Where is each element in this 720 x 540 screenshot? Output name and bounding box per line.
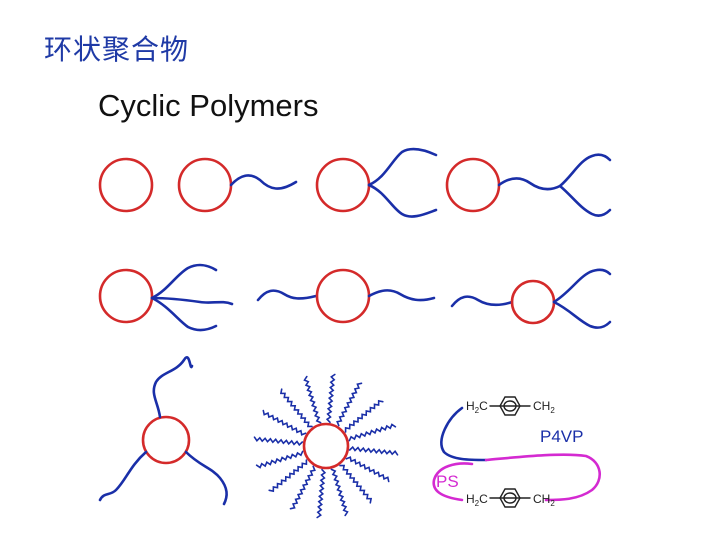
brush-arm [330,468,349,517]
brush-arm [303,375,322,424]
brush-arm [325,373,336,424]
simple-ring [98,157,154,213]
brush-arm [339,464,373,504]
three-arm-star-ring [98,356,228,506]
brush-arm [279,388,313,428]
brush-arm [253,436,304,447]
tadpole-with-branched-tail [450,268,612,329]
h2c-bottom-label: H2C [466,492,488,508]
brush-ring [253,373,399,519]
ring-with-branched-tail [445,153,612,217]
dumbbell [256,268,436,324]
brush-arm [336,382,363,427]
brush-arm [316,468,327,519]
brush-arm [348,445,399,456]
brush-arm [344,399,384,433]
cyclic-block-copolymer [432,396,601,508]
ch2-bottom-label: CH2 [533,492,555,508]
h2c-top-label: H2C [466,399,488,415]
subtitle: Cyclic Polymers [98,88,319,123]
p4vp-label: P4VP [540,427,583,446]
ch2-top-label: CH2 [533,399,555,415]
brush-arm [289,465,316,510]
two-tail-tadpole [315,147,438,218]
brush-arm [262,409,307,436]
brush-arm [268,459,308,493]
brush-arm [348,423,397,442]
three-tail-tadpole [98,263,234,332]
tadpole [177,157,298,213]
brush-arm [345,456,390,483]
slide-title: 环状聚合物 [44,33,190,66]
brush-arm [255,450,304,469]
ps-label: PS [436,472,459,491]
